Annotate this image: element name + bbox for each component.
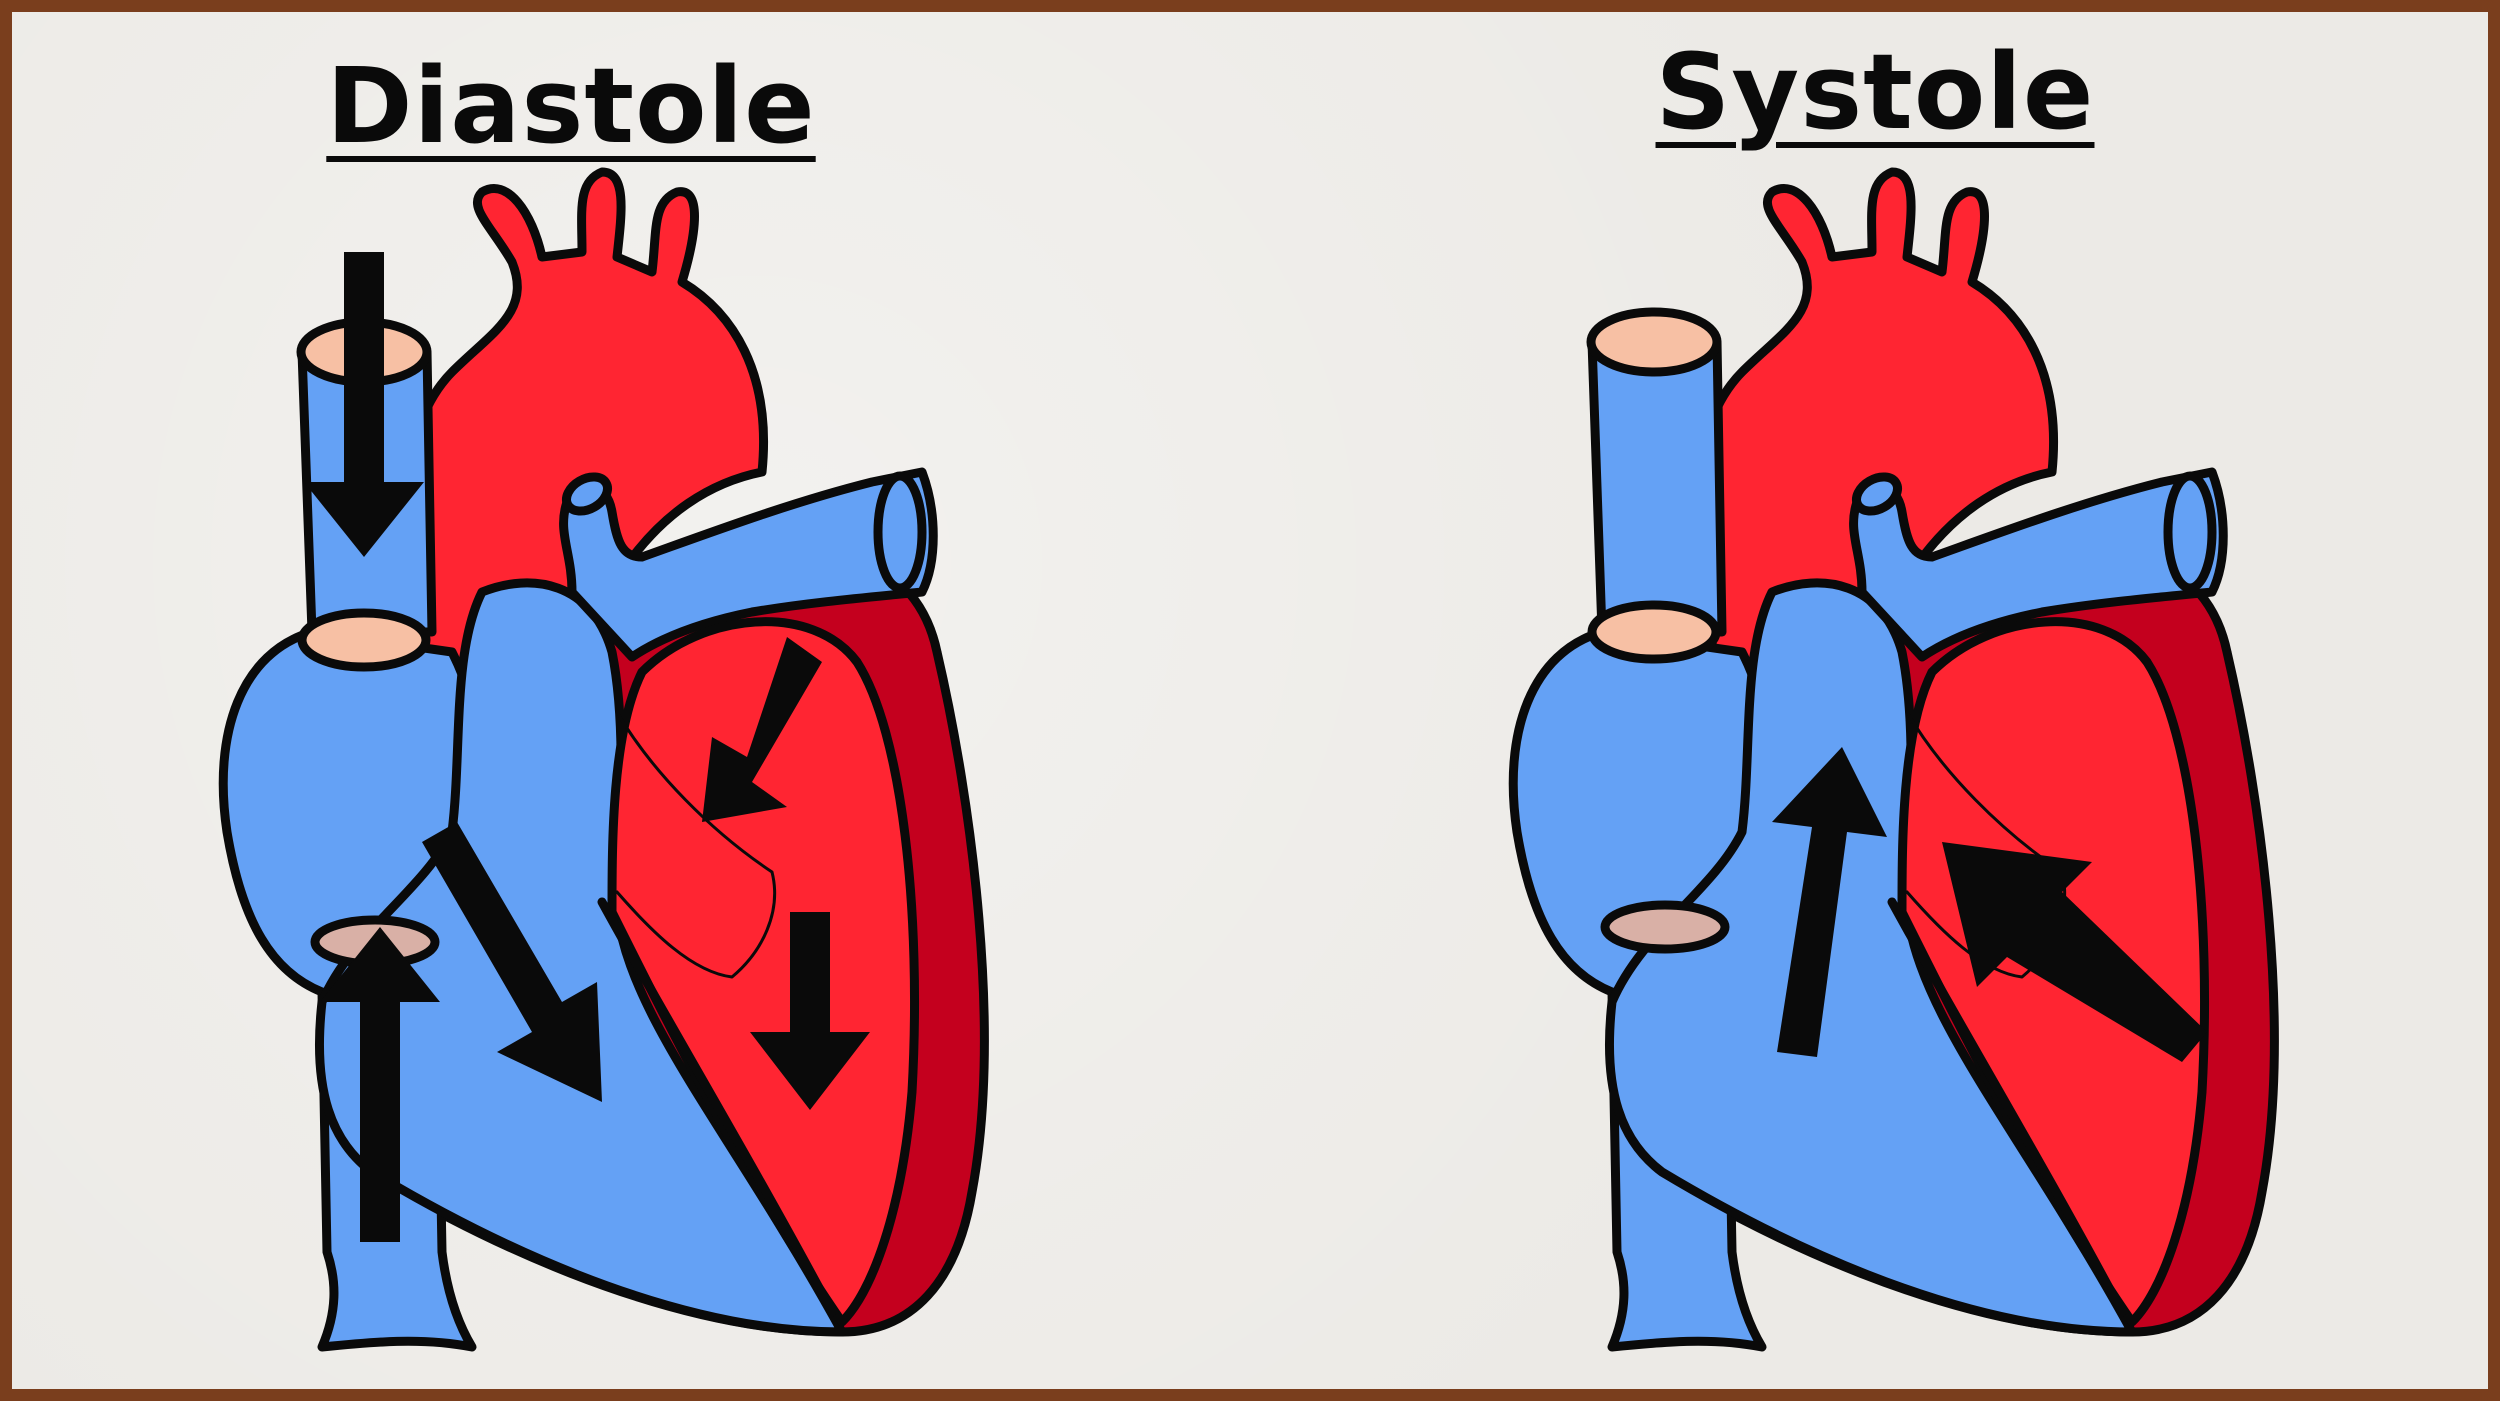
diastole-title: Diastole (326, 45, 816, 167)
up-arrow (1772, 747, 1887, 1057)
up-arrow (320, 927, 440, 1242)
diagonal-down-left-arrow (702, 637, 822, 822)
systole-title: Systole (1655, 31, 2095, 153)
diastole-heart-diagram (218, 167, 989, 1352)
down-arrow (304, 252, 424, 557)
heart-illustration (218, 167, 989, 1352)
right-atrium-opening (1587, 600, 1721, 664)
pulmonary-valve-opening (562, 472, 612, 516)
right-atrium-opening (297, 608, 431, 672)
septum (597, 897, 837, 1317)
flow-arrows (304, 252, 870, 1242)
septum (1887, 897, 2127, 1317)
systole-heart-diagram (1508, 167, 2279, 1352)
aortic-arch (399, 167, 768, 717)
pulmonary-valve-opening (1852, 472, 1902, 516)
pulmonary-artery-opening (2163, 471, 2217, 593)
mitral-valve (615, 710, 777, 979)
tricuspid-opening (1600, 900, 1730, 954)
heart-illustration (1508, 167, 2279, 1352)
aortic-arch (1689, 167, 2058, 717)
diagonal-down-right-arrow (422, 822, 602, 1102)
flow-arrows (1772, 747, 2207, 1062)
pulmonary-artery-opening (873, 471, 927, 593)
down-arrow (750, 912, 870, 1110)
superior-vena-cava (1587, 337, 1727, 637)
svc-opening (1586, 307, 1722, 377)
diagonal-up-left-arrow (1942, 842, 2207, 1062)
slide: Diastole Systole (12, 12, 2488, 1389)
